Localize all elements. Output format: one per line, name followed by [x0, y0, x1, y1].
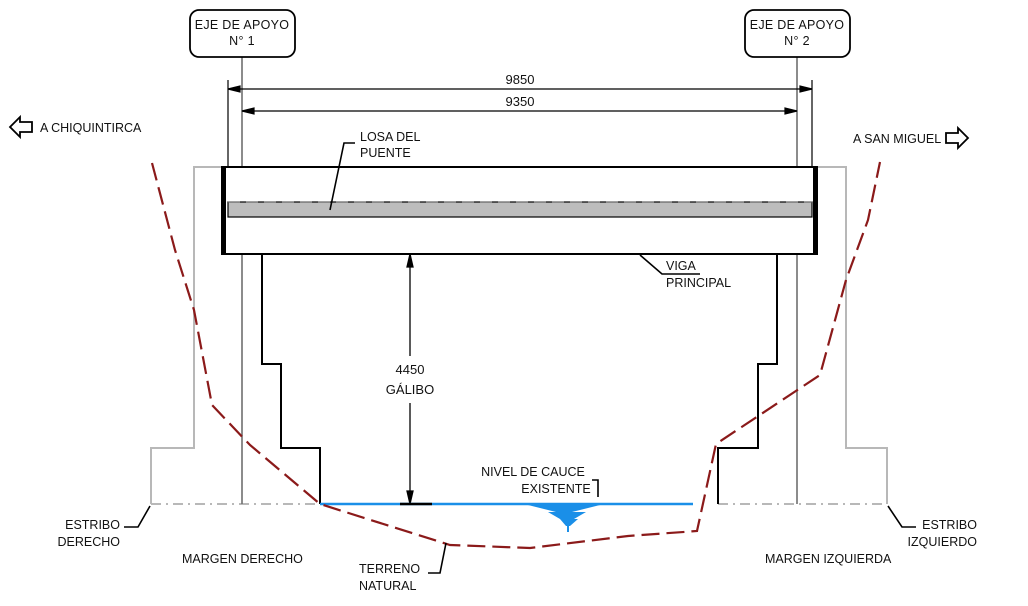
axis-tag-2-line1: EJE DE APOYO [750, 18, 845, 32]
axis-tag-1-line1: EJE DE APOYO [195, 18, 290, 32]
abutment-outline-left [150, 166, 320, 505]
dimension-between-axes [241, 107, 798, 115]
natural-terrain-line [150, 161, 882, 550]
clearance-dimension [406, 253, 414, 505]
abutment-left-label-line2: IZQUIERDO [908, 535, 978, 549]
girder-leader [639, 254, 700, 275]
dimension-overall-text: 9850 [506, 72, 535, 87]
direction-left-text: A CHIQUINTIRCA [40, 121, 142, 135]
riverbed-label-line2: EXISTENTE [521, 482, 590, 496]
axis-tag-1-line2: N° 1 [229, 34, 255, 48]
abutment-left-label-line1: ESTRIBO [922, 518, 977, 532]
deck-slab [227, 201, 813, 218]
clearance-value: 4450 [396, 362, 425, 377]
clearance-label: GÁLIBO [386, 382, 434, 397]
abutment-wall-left [261, 254, 321, 504]
arrow-left-icon [8, 114, 33, 140]
slab-label-line2: PUENTE [360, 146, 411, 160]
abutment-wall-right [717, 254, 778, 504]
abutment-outline-right [718, 166, 888, 505]
axis-tag-2: EJE DE APOYO N° 2 [744, 9, 851, 58]
dimension-overall [227, 80, 813, 167]
terrain-label-line2: NATURAL [359, 579, 416, 593]
dimension-between-axes-text: 9350 [506, 94, 535, 109]
water-level-icon [528, 505, 600, 532]
direction-right-text: A SAN MIGUEL [853, 132, 941, 146]
abutment-right-label-line1: ESTRIBO [65, 518, 120, 532]
terrain-label-line1: TERRENO [359, 562, 420, 576]
girder-label-line2: PRINCIPAL [666, 276, 731, 290]
slab-leader [329, 142, 355, 211]
riverbed-label-line1: NIVEL DE CAUCE [481, 465, 585, 479]
bank-left-label: MARGEN IZQUIERDA [765, 552, 892, 566]
arrow-right-icon [945, 125, 970, 151]
bank-right-label: MARGEN DERECHO [182, 552, 303, 566]
axis-tag-2-line2: N° 2 [784, 34, 810, 48]
girder-label-line1: VIGA [666, 259, 697, 273]
abutment-right-label-line2: DERECHO [57, 535, 120, 549]
abutment-left-leader [887, 505, 916, 528]
bridge-deck [221, 166, 818, 255]
riverbed-leader [592, 479, 599, 497]
axis-tag-1: EJE DE APOYO N° 1 [189, 9, 296, 58]
terrain-leader [428, 542, 447, 574]
slab-label-line1: LOSA DEL [360, 130, 420, 144]
abutment-right-leader [124, 505, 151, 528]
